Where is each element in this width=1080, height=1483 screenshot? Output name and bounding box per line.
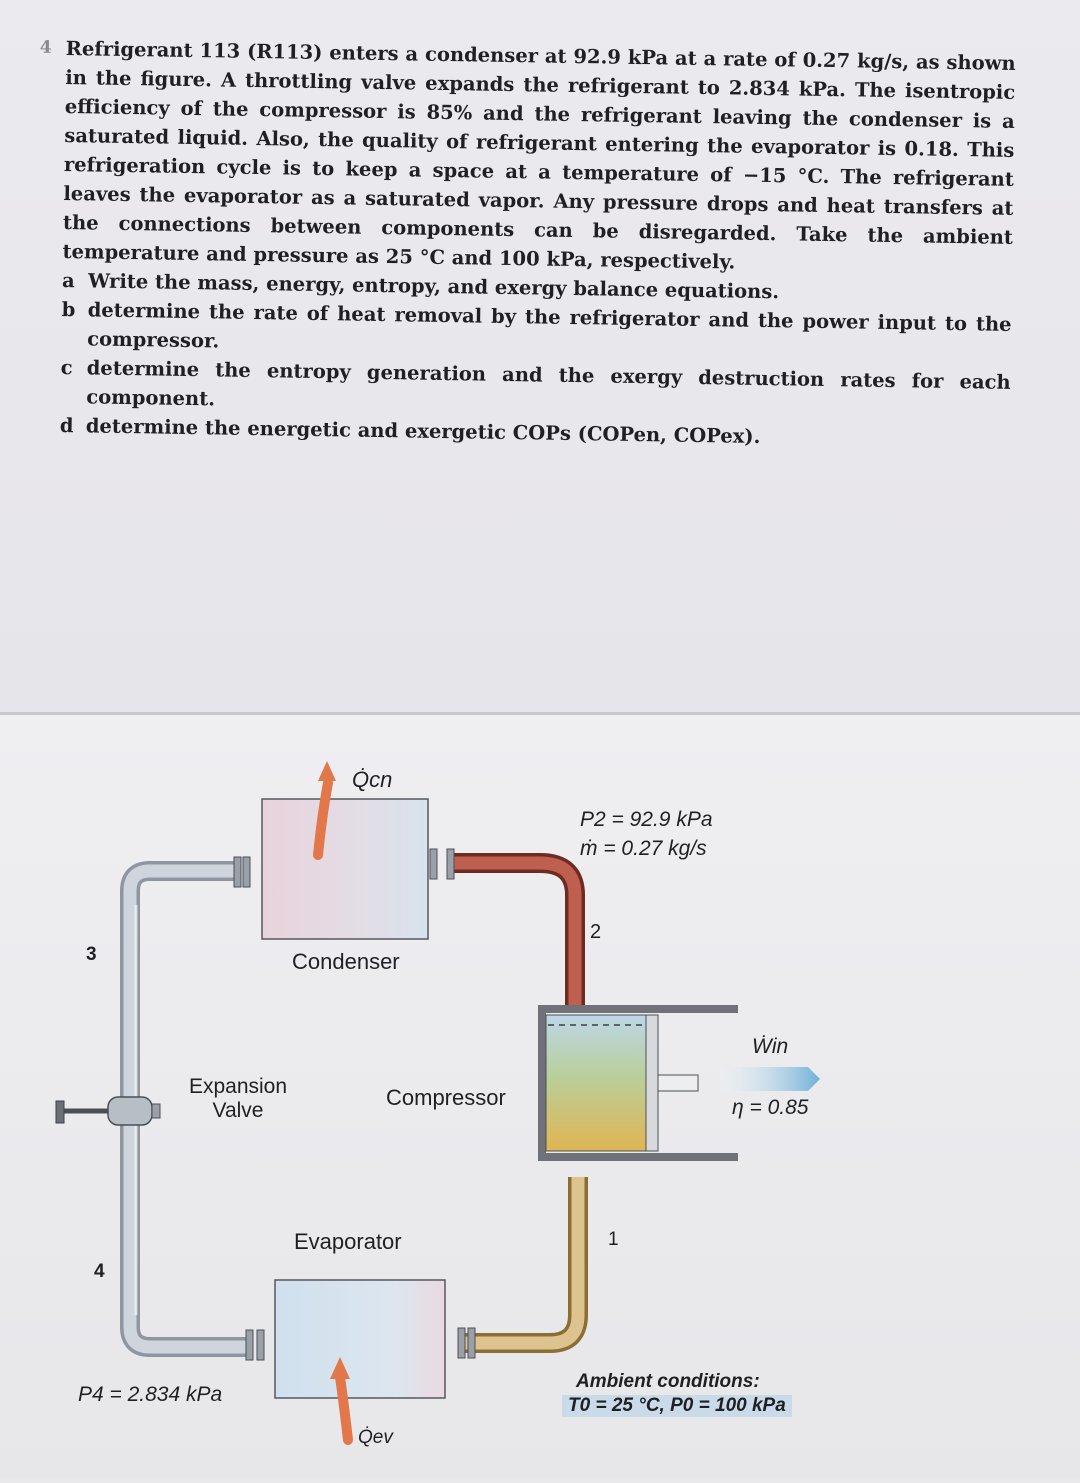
expansion-valve-label-line1: Expansion <box>188 1075 288 1098</box>
refrigeration-cycle-diagram: Q̇cn Condenser P2 = 92.9 kPa ṁ = 0.27 kg… <box>0 715 1080 1479</box>
expansion-valve-icon <box>55 1096 161 1126</box>
paper-upper-half <box>0 0 1080 712</box>
flange-icon <box>242 856 251 888</box>
condenser-label: Condenser <box>292 949 400 974</box>
flange-icon <box>446 848 455 880</box>
piston-rod <box>657 1074 699 1092</box>
state-2-label: 2 <box>590 921 602 943</box>
work-in-arrow-icon <box>720 1067 820 1091</box>
state-1-label: 1 <box>608 1229 619 1250</box>
problem-paragraph: Refrigerant 113 (R113) enters a condense… <box>62 36 1016 274</box>
flange-icon <box>245 1329 254 1361</box>
piston <box>645 1014 659 1152</box>
compressor-chamber <box>545 1014 647 1152</box>
pressure-2-label: P2 = 92.9 kPa <box>580 808 713 831</box>
flange-icon <box>233 856 242 888</box>
compressor-top-wall <box>538 1005 738 1013</box>
condenser-box <box>261 798 429 940</box>
suction-line <box>465 1177 588 1353</box>
cycle-drawing <box>55 761 820 1445</box>
heat-in-arrow-icon <box>330 1357 353 1445</box>
state-3-label: 3 <box>86 944 97 965</box>
problem-statement: 4 Refrigerant 113 (R113) enters a conden… <box>40 34 1016 455</box>
evaporator-box <box>274 1279 446 1399</box>
evaporator-heat-label: Q̇ev <box>358 1427 393 1448</box>
discharge-line <box>450 853 585 1005</box>
item-label: d <box>59 413 74 438</box>
condenser-heat-label: Q̇cn <box>352 767 393 792</box>
expansion-valve-label-line2: Valve <box>212 1099 264 1122</box>
compressor-bottom-wall <box>538 1153 738 1161</box>
ambient-title: Ambient conditions: <box>576 1371 760 1392</box>
ambient-values: T0 = 25 °C, P0 = 100 kPa <box>562 1395 792 1417</box>
flange-icon <box>467 1327 476 1359</box>
state-4-label: 4 <box>94 1261 105 1282</box>
compressor-head <box>538 1013 546 1153</box>
pressure-4-label: P4 = 2.834 kPa <box>78 1383 223 1406</box>
compressor-unit <box>538 1005 738 1161</box>
heat-out-arrow-icon <box>313 761 336 860</box>
flange-icon <box>457 1327 466 1359</box>
item-label: a <box>61 268 75 293</box>
paper-fold-line <box>0 712 1080 715</box>
work-in-label: Ẇin <box>752 1035 789 1058</box>
compressor-label: Compressor <box>386 1085 506 1110</box>
problem-number: 4 <box>39 37 52 58</box>
evaporator-label: Evaporator <box>294 1229 402 1254</box>
expansion-valve-label: Expansion Valve <box>178 1075 298 1123</box>
item-label: c <box>60 355 73 380</box>
item-label: b <box>61 297 76 322</box>
mass-flow-label: ṁ = 0.27 kg/s <box>580 837 707 860</box>
flange-icon <box>429 848 438 880</box>
flange-icon <box>256 1329 265 1361</box>
efficiency-label: η = 0.85 <box>732 1096 809 1119</box>
problem-items: a Write the mass, energy, entropy, and e… <box>60 266 1013 455</box>
